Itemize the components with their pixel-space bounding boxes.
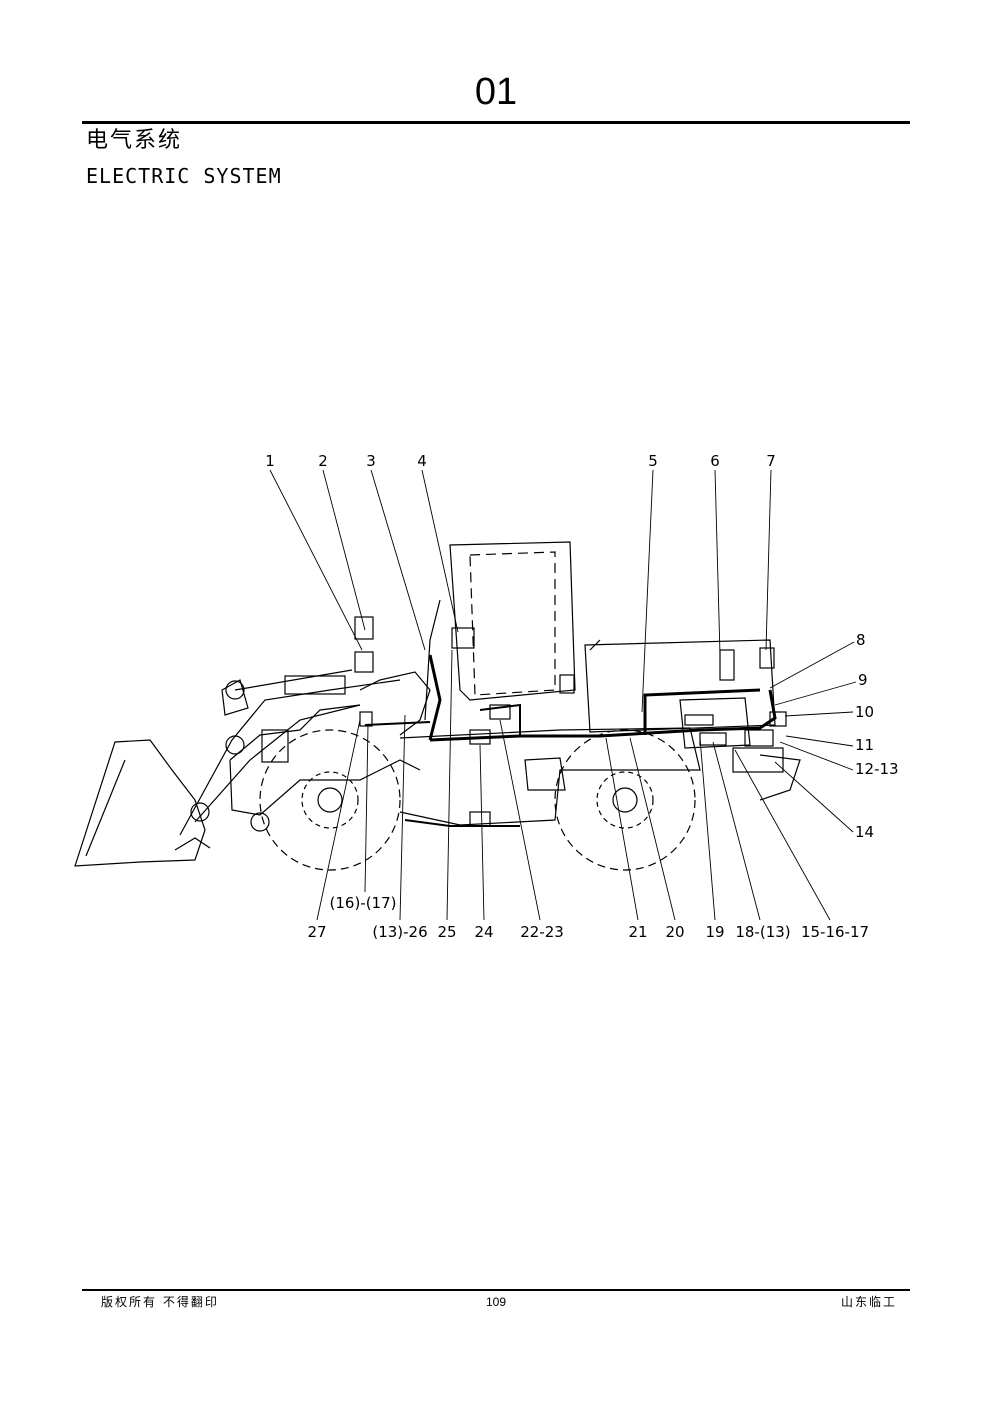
callout-top-6: 6 — [710, 452, 720, 470]
callout-bottom-27: 27 — [307, 923, 326, 941]
leader-lines — [269, 469, 857, 921]
callout-right-12-13: 12-13 — [855, 760, 899, 778]
callout-top-2: 2 — [318, 452, 328, 470]
callout-bottom-25: 25 — [437, 923, 456, 941]
engine-hood — [584, 639, 776, 733]
callout-bottom-22-23: 22-23 — [520, 923, 564, 941]
callout-right-8: 8 — [856, 631, 866, 649]
page-title-chinese: 电气系统 — [86, 128, 183, 153]
footer-copyright: 版权所有 不得翻印 — [101, 1295, 219, 1309]
callout-bottom-16-17: (16)-(17) — [330, 894, 397, 912]
callout-right-11: 11 — [855, 736, 874, 754]
tilt-cylinder — [234, 669, 353, 691]
front-frame — [229, 759, 421, 816]
callout-bottom-15-16-17: 15-16-17 — [801, 923, 869, 941]
callout-bottom-20: 20 — [665, 923, 684, 941]
bucket — [74, 739, 206, 867]
counterweight — [759, 754, 801, 801]
callout-top-1: 1 — [265, 452, 275, 470]
callout-bottom-21: 21 — [628, 923, 647, 941]
page-title-english: ELECTRIC SYSTEM — [86, 164, 282, 188]
callout-top-4: 4 — [417, 452, 427, 470]
front-wheel — [259, 729, 401, 871]
rear-frame — [399, 727, 701, 826]
callout-bottom-24: 24 — [474, 923, 493, 941]
lift-arm — [179, 679, 401, 836]
footer-page-number: 109 — [485, 1295, 507, 1309]
footer-company: 山东临工 — [840, 1295, 897, 1309]
callout-right-10: 10 — [855, 703, 874, 721]
callout-right-14: 14 — [855, 823, 874, 841]
callout-bottom-18-13: 18-(13) — [735, 923, 790, 941]
header-rule — [82, 121, 910, 124]
loader-outline — [74, 541, 801, 871]
wheel-loader-electrical-drawing: 1 2 3 4 5 6 7 8 9 10 11 12-13 14 (16)-(1… — [60, 440, 920, 960]
section-number: 01 — [474, 71, 518, 113]
cab — [449, 541, 576, 701]
footer-rule — [82, 1289, 910, 1291]
callout-top-3: 3 — [366, 452, 376, 470]
callout-bottom-13-26: (13)-26 — [372, 923, 427, 941]
rear-wheel — [554, 729, 696, 871]
callout-bottom-19: 19 — [705, 923, 724, 941]
callout-top-5: 5 — [648, 452, 658, 470]
callout-top-7: 7 — [766, 452, 776, 470]
callout-right-9: 9 — [858, 671, 868, 689]
